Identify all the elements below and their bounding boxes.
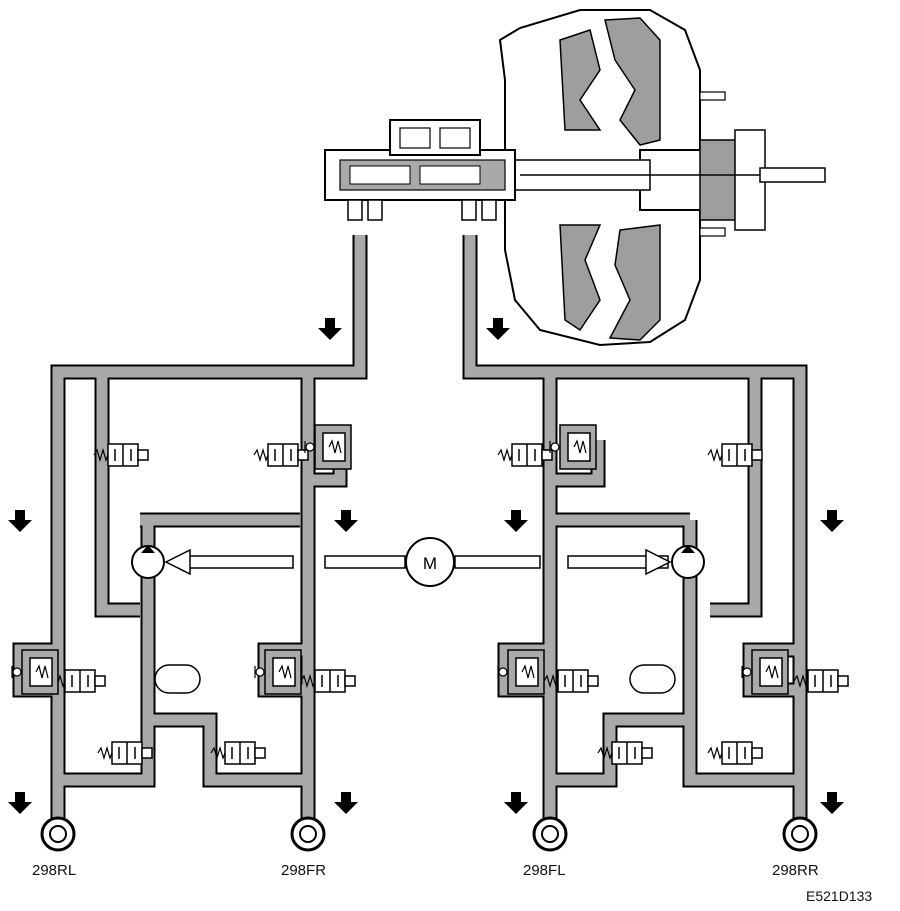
reference-code: E521D133 — [806, 888, 873, 904]
damper-chamber-left — [154, 664, 201, 694]
switch-valve-right-b — [707, 741, 763, 765]
wheel-brake-rl — [40, 816, 76, 852]
flow-arrow-icon — [334, 510, 358, 532]
flow-arrow-icon — [486, 318, 510, 340]
flow-arrow-icon — [504, 510, 528, 532]
motor-shaft-right — [454, 555, 541, 569]
inlet-valve-fr — [253, 443, 309, 467]
switch-valve-left-b — [210, 741, 266, 765]
wheel-brake-fr — [290, 816, 326, 852]
wheel-brake-rr — [782, 816, 818, 852]
flow-arrow-icon — [318, 318, 342, 340]
flow-arrow-icon — [334, 792, 358, 814]
motor: M — [405, 537, 455, 587]
master-cylinder — [324, 119, 516, 221]
pump-left — [131, 545, 165, 579]
flow-arrow-icon — [820, 792, 844, 814]
drive-shaft-right — [567, 548, 672, 576]
pump-right — [671, 545, 705, 579]
brake-booster — [498, 9, 826, 347]
drive-shaft-left — [164, 548, 294, 576]
flow-arrow-icon — [8, 792, 32, 814]
flow-arrow-icon — [820, 510, 844, 532]
wheel-label-fl: 298FL — [523, 862, 566, 879]
wheel-brake-fl — [532, 816, 568, 852]
wheel-label-rl: 298RL — [32, 862, 77, 879]
hydraulic-pipes — [12, 235, 808, 820]
flow-arrow-icon — [504, 792, 528, 814]
motor-label: M — [423, 554, 437, 573]
damper-chamber-right — [629, 664, 676, 694]
wheel-label-fr: 298FR — [281, 862, 327, 879]
motor-shaft-left — [324, 555, 406, 569]
flow-arrow-icon — [8, 510, 32, 532]
wheel-label-rr: 298RR — [772, 862, 819, 879]
